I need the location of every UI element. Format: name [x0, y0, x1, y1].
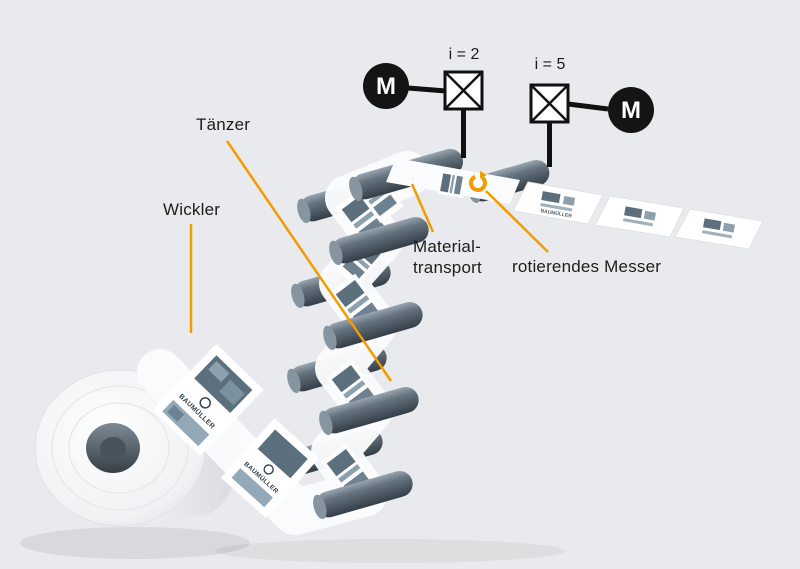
motor-label: M: [376, 73, 396, 100]
motor-circle-icon: [363, 63, 409, 109]
materialtransport-label-line2: transport: [413, 258, 482, 278]
materialtransport-label: Material- transport: [413, 236, 482, 279]
motor-shaft: [407, 85, 447, 94]
roller: [319, 387, 419, 436]
wickler-label: Wickler: [163, 200, 221, 219]
brand-logo-icon: [199, 397, 211, 409]
taenzer-leader-line: [225, 140, 393, 382]
cut-sheet-print: [623, 206, 656, 227]
roll-shadow: [20, 527, 250, 559]
materialtransport-label-line1: Material-: [413, 237, 481, 256]
drive-1: M: [363, 63, 484, 158]
roller: [329, 217, 429, 266]
materialtransport-leader-line: [410, 183, 435, 233]
roller: [323, 302, 423, 351]
printed-sheet: BAUMÜLLER: [220, 418, 320, 518]
gearbox-crossed-box-icon: [529, 83, 570, 124]
brand-logo-icon: [263, 464, 274, 475]
roller: [313, 471, 413, 520]
rotary-knife-icon: [469, 171, 487, 192]
printed-sheet: BAUMÜLLER: [152, 343, 264, 457]
motor-shaft: [567, 101, 609, 112]
gearbox-1-ratio-label: i = 2: [448, 46, 480, 63]
taenzer-label: Tänzer: [196, 115, 251, 134]
cut-sheet-print: [702, 218, 735, 239]
gearbox-crossed-box-icon: [443, 70, 484, 111]
messer-leader-line: [485, 190, 549, 253]
cut-sheets: BAUMÜLLER: [512, 181, 764, 250]
motor-circle-icon: [608, 87, 654, 133]
drive-2: M: [529, 83, 654, 167]
roller-stack-front: [313, 217, 429, 520]
machine-shadow: [215, 539, 565, 563]
printed-sheet: [437, 169, 467, 199]
gearbox-2-ratio-label: i = 5: [534, 56, 566, 73]
motor-label: M: [621, 97, 641, 124]
leader-lines: [189, 140, 549, 382]
messer-label: rotierendes Messer: [512, 257, 662, 276]
